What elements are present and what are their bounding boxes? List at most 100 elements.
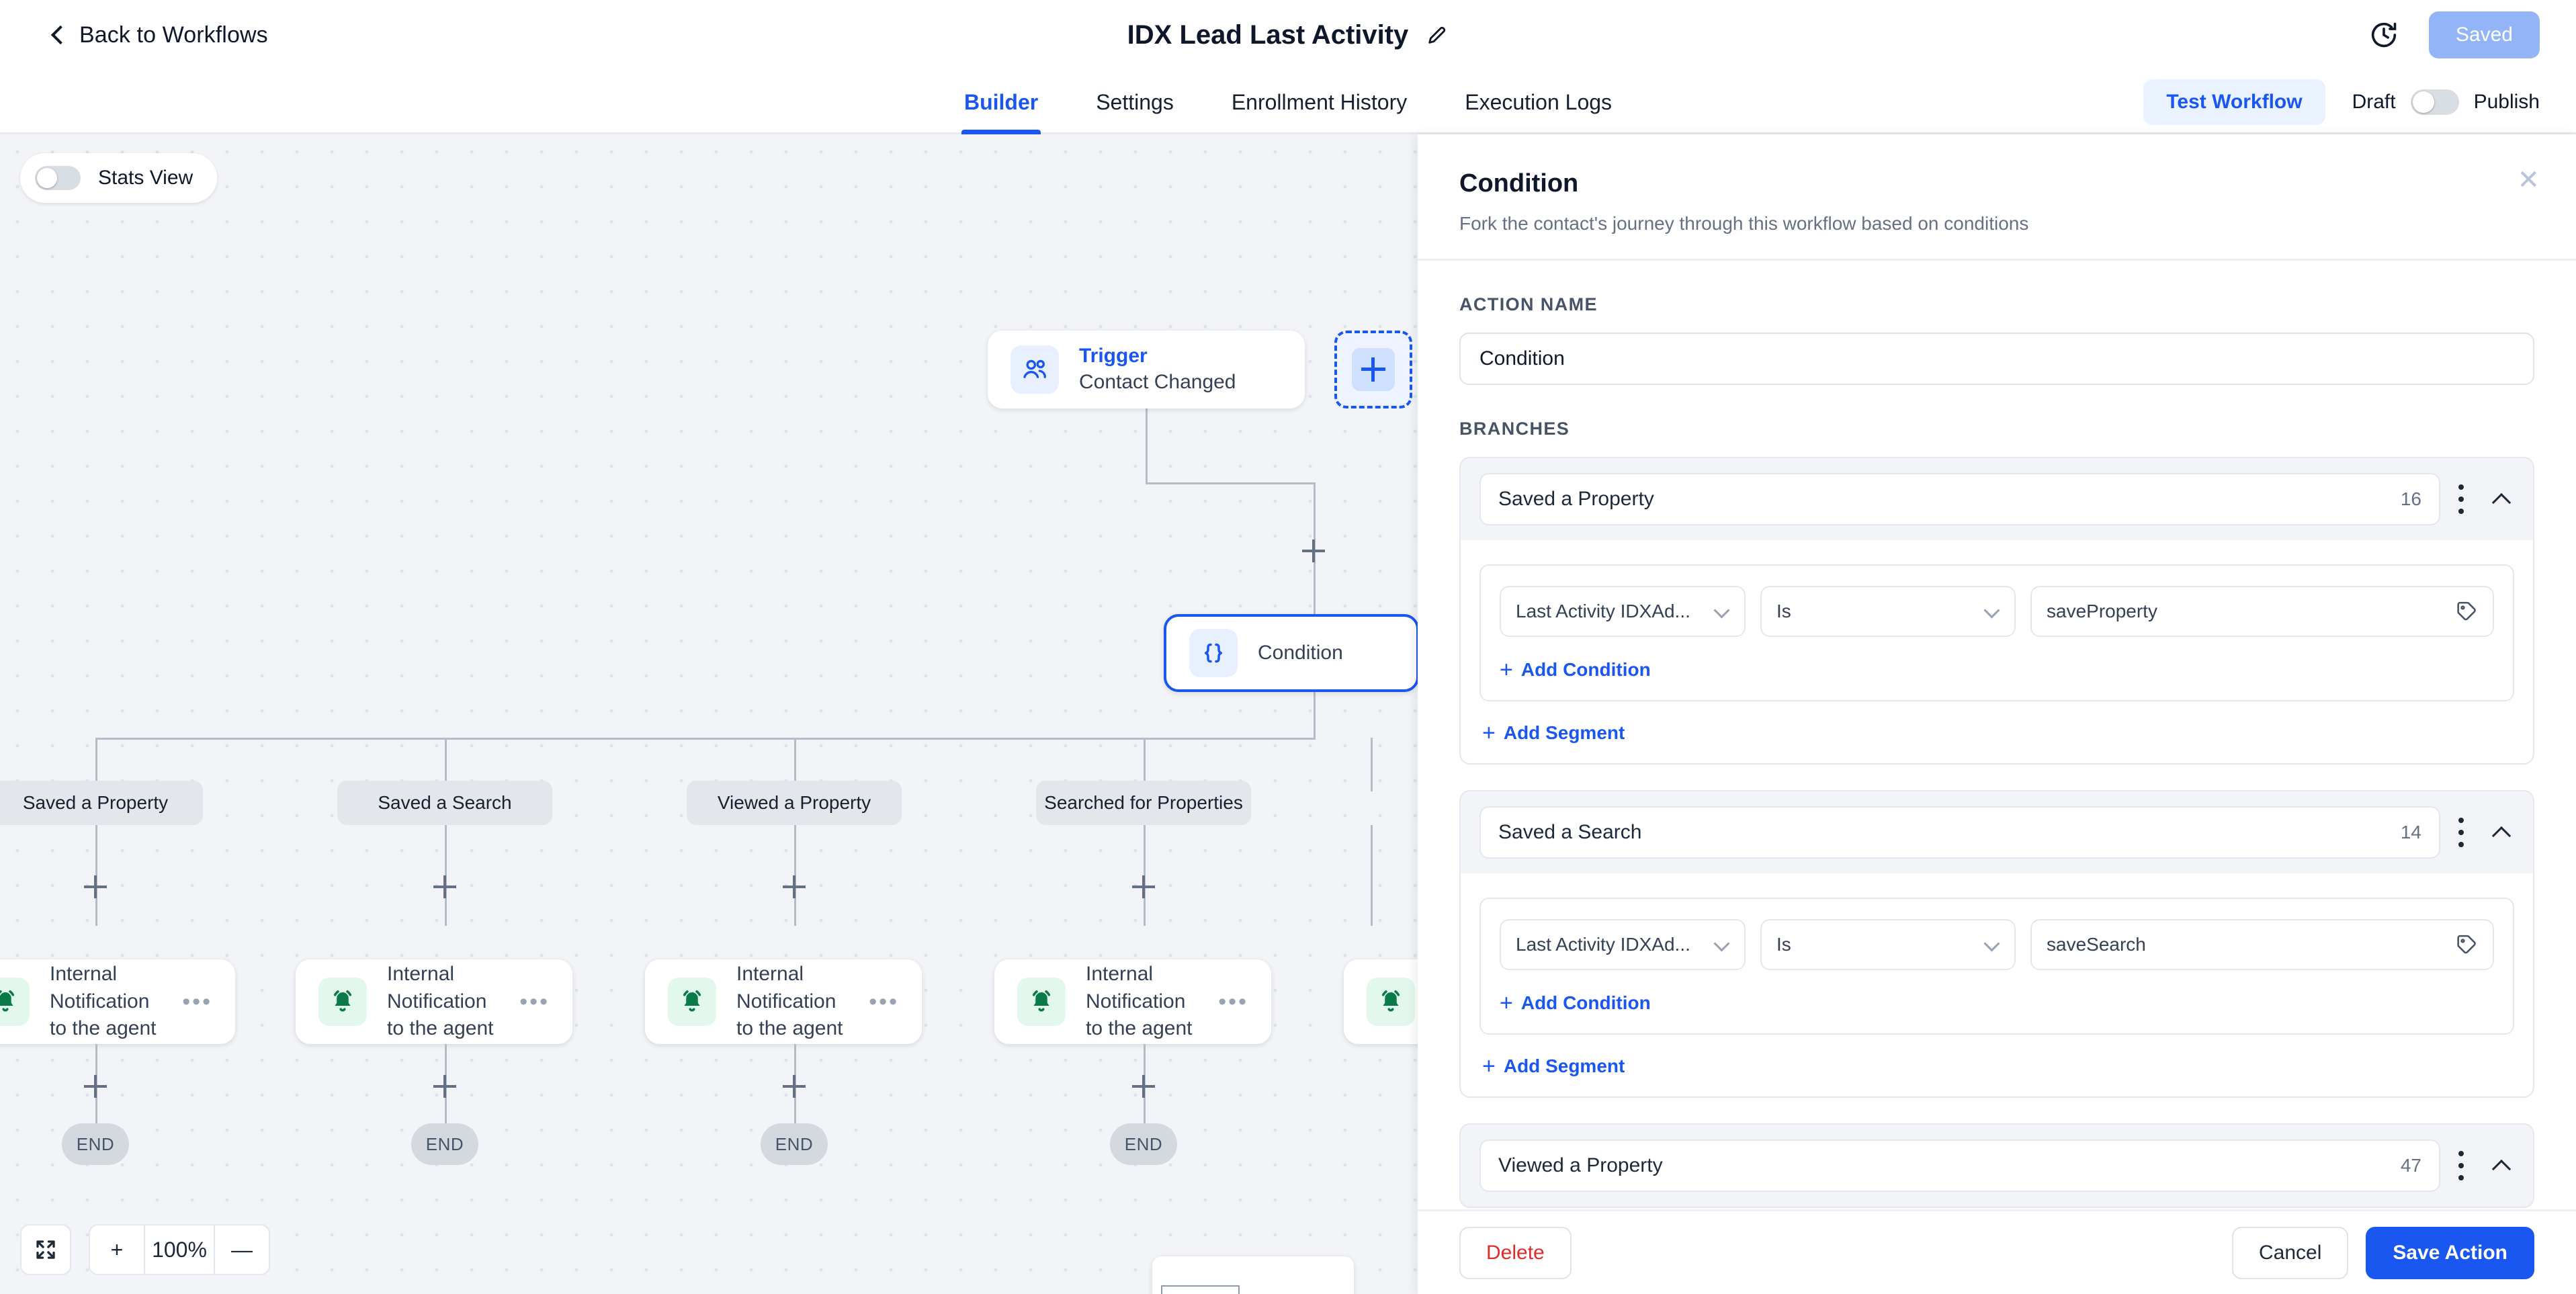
branch-name-field[interactable]: Saved a Property 16 xyxy=(1479,473,2440,525)
branch-more-icon[interactable] xyxy=(2458,1151,2464,1180)
add-step-plus-e4[interactable] xyxy=(1132,1075,1155,1098)
edge-trigger-down xyxy=(1146,408,1148,484)
branch-pill-saved-a-property[interactable]: Saved a Property xyxy=(0,781,203,825)
action-node-notification-5[interactable]: Internal Notification to the agent ••• xyxy=(1344,959,1418,1044)
branch-pill-saved-a-search[interactable]: Saved a Search xyxy=(337,781,552,825)
action-node-notification-3[interactable]: Internal Notification to the agent ••• xyxy=(645,959,922,1044)
branch-count-badge: 47 xyxy=(2400,1155,2421,1176)
chevron-up-icon[interactable] xyxy=(2493,1157,2510,1174)
stats-view-toggle[interactable]: Stats View xyxy=(20,153,218,203)
action-node-notification-4[interactable]: Internal Notification to the agent ••• xyxy=(994,959,1271,1044)
branch-header: Saved a Search 14 xyxy=(1461,791,2533,873)
node-more-icon[interactable]: ••• xyxy=(519,988,550,1015)
add-step-plus-b2[interactable] xyxy=(433,875,456,898)
test-workflow-button[interactable]: Test Workflow xyxy=(2143,79,2325,125)
add-step-plus-b1[interactable] xyxy=(84,875,107,898)
condition-value-input[interactable]: saveSearch xyxy=(2030,919,2494,970)
branch-block-saved-a-search: Saved a Search 14 Last Activity IDXAd... xyxy=(1459,790,2534,1098)
plus-icon xyxy=(1352,348,1395,391)
bell-icon xyxy=(0,978,30,1026)
trigger-node[interactable]: Trigger Contact Changed xyxy=(988,331,1305,408)
back-label: Back to Workflows xyxy=(79,21,268,48)
branch-name-field[interactable]: Saved a Search 14 xyxy=(1479,806,2440,859)
branch-more-icon[interactable] xyxy=(2458,818,2464,847)
draft-label: Draft xyxy=(2352,91,2396,113)
bell-icon xyxy=(1367,978,1415,1026)
tag-icon[interactable] xyxy=(2455,600,2478,623)
add-segment-button[interactable]: + Add Segment xyxy=(1482,722,1625,744)
add-step-plus-e2[interactable] xyxy=(433,1075,456,1098)
zoom-out-button[interactable]: — xyxy=(231,1237,253,1262)
branch-pill-searched-for-properties[interactable]: Searched for Properties xyxy=(1036,781,1251,825)
bell-icon xyxy=(318,978,367,1026)
add-step-plus-b4[interactable] xyxy=(1132,875,1155,898)
node-more-icon[interactable]: ••• xyxy=(1218,988,1248,1015)
branch-body: Last Activity IDXAd... Is saveProperty xyxy=(1461,540,2533,763)
action-node-label: Internal Notification to the agent xyxy=(387,963,494,1040)
add-step-plus-e1[interactable] xyxy=(84,1075,107,1098)
workflow-canvas[interactable]: Stats View Saved a Property Saved a Sear… xyxy=(0,134,1418,1294)
tab-execution-logs[interactable]: Execution Logs xyxy=(1465,89,1613,114)
save-action-button[interactable]: Save Action xyxy=(2366,1226,2534,1279)
add-condition-button[interactable]: + Add Condition xyxy=(1500,992,1651,1015)
action-node-label: Internal Notification to the agent xyxy=(1086,963,1193,1040)
end-node-1[interactable]: END xyxy=(62,1123,129,1165)
edge-branch-4 xyxy=(1144,738,1146,791)
end-node-4[interactable]: END xyxy=(1110,1123,1177,1165)
action-name-input[interactable] xyxy=(1459,333,2534,385)
add-step-plus-1[interactable] xyxy=(1302,540,1325,562)
header-actions: Saved xyxy=(2368,0,2540,70)
add-step-plus-b3[interactable] xyxy=(783,875,806,898)
add-step-plus-e3[interactable] xyxy=(783,1075,806,1098)
action-node-notification-1[interactable]: Internal Notification to the agent ••• xyxy=(0,959,235,1044)
history-clock-icon[interactable] xyxy=(2368,19,2399,50)
action-node-notification-2[interactable]: Internal Notification to the agent ••• xyxy=(296,959,572,1044)
branch-pill-viewed-a-property[interactable]: Viewed a Property xyxy=(687,781,902,825)
back-to-workflows-button[interactable]: Back to Workflows xyxy=(48,22,268,48)
condition-operator-value: Is xyxy=(1776,934,1791,955)
minimap-viewport[interactable] xyxy=(1161,1285,1240,1294)
tab-enrollment-history[interactable]: Enrollment History xyxy=(1231,89,1408,114)
action-node-label: Internal Notification to the agent xyxy=(736,963,843,1040)
pencil-icon[interactable] xyxy=(1426,24,1449,46)
close-icon[interactable]: ✕ xyxy=(2517,165,2540,195)
saved-button[interactable]: Saved xyxy=(2428,11,2540,58)
publish-toggle[interactable] xyxy=(2410,89,2459,115)
plus-icon: + xyxy=(1500,990,1513,1016)
fit-screen-icon[interactable] xyxy=(20,1224,71,1275)
chevron-up-icon[interactable] xyxy=(2493,824,2510,841)
node-more-icon[interactable]: ••• xyxy=(182,988,212,1015)
condition-value-input[interactable]: saveProperty xyxy=(2030,586,2494,637)
branches-label: BRANCHES xyxy=(1459,419,1570,439)
delete-button[interactable]: Delete xyxy=(1459,1226,1572,1279)
condition-operator-select[interactable]: Is xyxy=(1760,919,2016,970)
zoom-in-button[interactable]: + xyxy=(110,1237,124,1262)
branch-more-icon[interactable] xyxy=(2458,484,2464,514)
panel-title: Condition xyxy=(1459,169,1579,198)
condition-field-select[interactable]: Last Activity IDXAd... xyxy=(1500,586,1746,637)
chevron-up-icon[interactable] xyxy=(2493,490,2510,508)
condition-field-select[interactable]: Last Activity IDXAd... xyxy=(1500,919,1746,970)
stats-view-switch[interactable] xyxy=(35,166,81,190)
cancel-button[interactable]: Cancel xyxy=(2231,1226,2349,1279)
add-node-slot[interactable] xyxy=(1334,331,1412,408)
branch-pill-label: Saved a Property xyxy=(22,792,169,813)
add-segment-button[interactable]: + Add Segment xyxy=(1482,1055,1625,1078)
tab-settings[interactable]: Settings xyxy=(1096,89,1174,114)
end-node-2[interactable]: END xyxy=(411,1123,478,1165)
tag-icon[interactable] xyxy=(2455,933,2478,956)
add-condition-button[interactable]: + Add Condition xyxy=(1500,658,1651,681)
condition-operator-select[interactable]: Is xyxy=(1760,586,2016,637)
node-more-icon[interactable]: ••• xyxy=(869,988,899,1015)
edge-pill5-down xyxy=(1371,825,1373,926)
branch-name-field[interactable]: Viewed a Property 47 xyxy=(1479,1139,2440,1192)
tab-builder[interactable]: Builder xyxy=(961,70,1041,134)
end-node-3[interactable]: END xyxy=(761,1123,828,1165)
branch-body: Last Activity IDXAd... Is saveSearch xyxy=(1461,873,2533,1096)
condition-row: Last Activity IDXAd... Is saveProperty xyxy=(1500,586,2494,637)
add-condition-label: Add Condition xyxy=(1520,659,1651,680)
edge-trigger-right xyxy=(1146,482,1316,484)
canvas-minimap[interactable] xyxy=(1152,1256,1354,1294)
condition-node[interactable]: Condition xyxy=(1164,614,1418,692)
condition-row: Last Activity IDXAd... Is saveSearch xyxy=(1500,919,2494,970)
